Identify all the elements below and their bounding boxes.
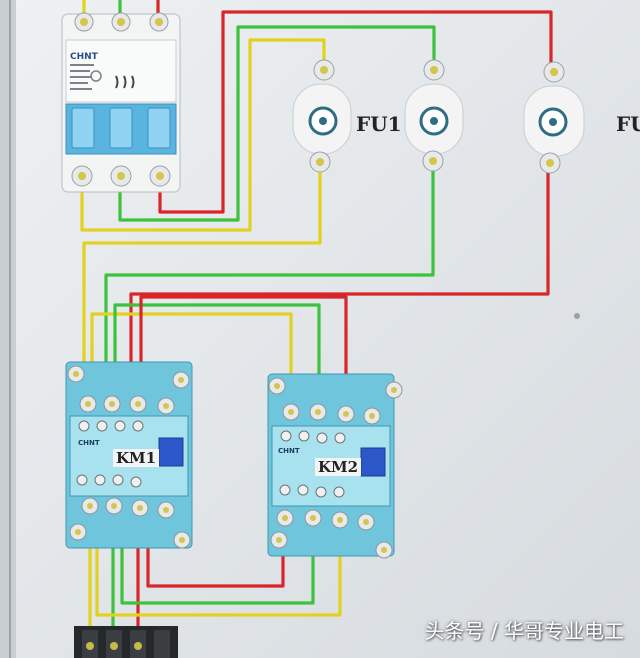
wires bbox=[80, 0, 553, 642]
panel-dot bbox=[574, 313, 580, 319]
breaker-print bbox=[70, 64, 135, 90]
km1-brand-label: CHNT bbox=[78, 439, 100, 447]
wire-yellow-km2-feed bbox=[90, 312, 293, 411]
contactor-label-km2: KM2 bbox=[315, 458, 362, 476]
fuse-fu2 bbox=[404, 59, 464, 172]
wire-yellow-to-fu1 bbox=[80, 38, 326, 232]
km2-aux-top bbox=[280, 430, 346, 444]
wire-green-fu2-down bbox=[104, 156, 435, 398]
fuse-label-fu1: FU1 bbox=[356, 112, 402, 136]
km2-top-terminals bbox=[282, 403, 381, 425]
wire-yellow-fu1-down bbox=[82, 158, 322, 398]
km2-aux-bottom bbox=[279, 484, 345, 498]
km1-aux-top bbox=[78, 420, 144, 432]
terminal-block bbox=[74, 626, 178, 658]
km2-mount-screws bbox=[268, 377, 403, 559]
wire-red-fu3-down bbox=[129, 160, 550, 398]
wire-red-km2-feed bbox=[139, 295, 348, 411]
breaker-top-terminals bbox=[74, 12, 169, 32]
km2-bottom-terminals bbox=[276, 509, 375, 531]
km2-brand-label: CHNT bbox=[278, 447, 300, 455]
contactor-label-km1: KM1 bbox=[113, 449, 160, 467]
km1-aux-bottom bbox=[76, 474, 142, 488]
breaker-brand-label: CHNT bbox=[70, 52, 98, 62]
breaker-bottom-terminals bbox=[71, 165, 171, 187]
fuse-label-fu2: FU bbox=[616, 112, 640, 136]
km1-indicator bbox=[158, 437, 184, 467]
breaker-toggle-2[interactable] bbox=[109, 107, 133, 149]
watermark-text: 头条号 / 华哥专业电工 bbox=[424, 619, 624, 643]
km2-indicator bbox=[360, 447, 386, 477]
wire-red-to-fu3 bbox=[158, 10, 553, 214]
km1-mount-screws bbox=[67, 365, 191, 549]
panel-edge bbox=[0, 0, 16, 658]
wire-green-to-fu2 bbox=[118, 25, 436, 222]
wire-green-km2-feed bbox=[113, 303, 321, 411]
km1-bottom-terminals bbox=[81, 497, 175, 519]
fuse-fu3 bbox=[523, 61, 585, 174]
km1-top-terminals bbox=[79, 395, 175, 415]
wire-yellow-km2-out bbox=[95, 514, 342, 617]
circuit-breaker bbox=[61, 12, 181, 193]
breaker-toggle-1[interactable] bbox=[71, 107, 95, 149]
fuse-fu1 bbox=[292, 59, 352, 173]
wire-green-km2-out bbox=[120, 514, 315, 605]
breaker-toggle-3[interactable] bbox=[147, 107, 171, 149]
